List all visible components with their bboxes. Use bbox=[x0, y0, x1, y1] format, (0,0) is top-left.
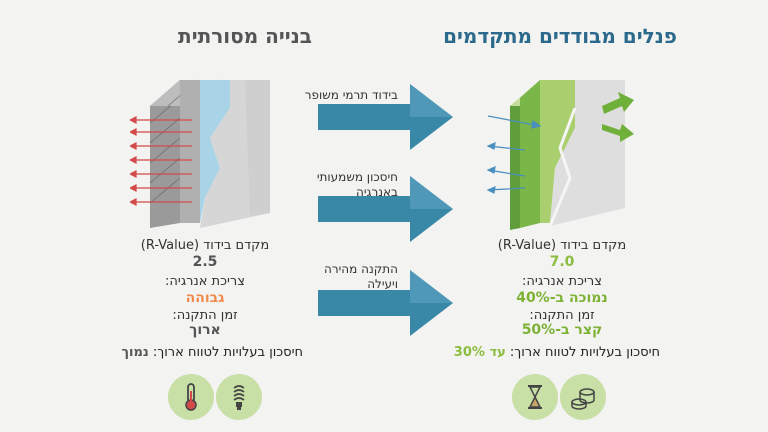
left-savings: חיסכון בעלויות לטווח ארוך: נמוך bbox=[121, 345, 303, 360]
left-r-value: 2.5 bbox=[192, 254, 218, 270]
coins-icon bbox=[560, 374, 606, 420]
arrow-label-installation-line2: ויעילה bbox=[367, 277, 398, 291]
left-savings-label: חיסכון בעלויות לטווח ארוך: bbox=[152, 345, 303, 360]
left-energy-value: גבוהה bbox=[185, 290, 225, 306]
arrow-label-installation: התקנה מהירה ויעילה bbox=[318, 262, 398, 292]
thermometer-icon bbox=[168, 374, 214, 420]
right-r-value: 7.0 bbox=[549, 254, 575, 270]
arrow-label-energy-line2: באנרגיה bbox=[355, 185, 398, 199]
traditional-title: בנייה מסורתית bbox=[178, 24, 312, 48]
left-r-label: מקדם בידוד (R-Value) bbox=[140, 238, 270, 253]
energy-arrow bbox=[318, 176, 453, 242]
right-energy-label: צריכת אנרגיה: bbox=[522, 274, 602, 289]
installation-arrow bbox=[318, 270, 453, 336]
right-install-value: קצר ב-50% bbox=[521, 322, 603, 338]
left-install-label: זמן התקנה: bbox=[172, 308, 238, 323]
advanced-panels-title: פנלים מבודדים מתקדמים bbox=[443, 24, 677, 48]
light-bulb-icon bbox=[216, 374, 262, 420]
right-savings: חיסכון בעלויות לטווח ארוך: עד 30% bbox=[454, 345, 660, 360]
arrow-label-energy: חיסכון משמעותי באנרגיה bbox=[316, 170, 398, 200]
left-savings-value: נמוך bbox=[121, 345, 149, 360]
insulated-panel-illustration bbox=[486, 80, 634, 230]
left-install-value: ארוך bbox=[189, 322, 221, 338]
right-savings-label: חיסכון בעלויות לטווח ארוך: bbox=[509, 345, 660, 360]
right-savings-value: עד 30% bbox=[453, 345, 506, 360]
right-r-label: מקדם בידוד (R-Value) bbox=[497, 238, 627, 253]
insulation-arrow bbox=[318, 84, 453, 150]
arrow-label-installation-line1: התקנה מהירה bbox=[324, 262, 398, 276]
left-energy-label: צריכת אנרגיה: bbox=[165, 274, 245, 289]
arrow-label-insulation: בידוד תרמי משופר bbox=[304, 88, 398, 102]
traditional-wall-illustration bbox=[130, 79, 270, 228]
hourglass-icon bbox=[512, 374, 558, 420]
right-install-label: זמן התקנה: bbox=[529, 308, 595, 323]
arrow-label-energy-line1: חיסכון משמעותי bbox=[316, 170, 398, 184]
right-energy-value: נמוכה ב-40% bbox=[516, 290, 608, 306]
